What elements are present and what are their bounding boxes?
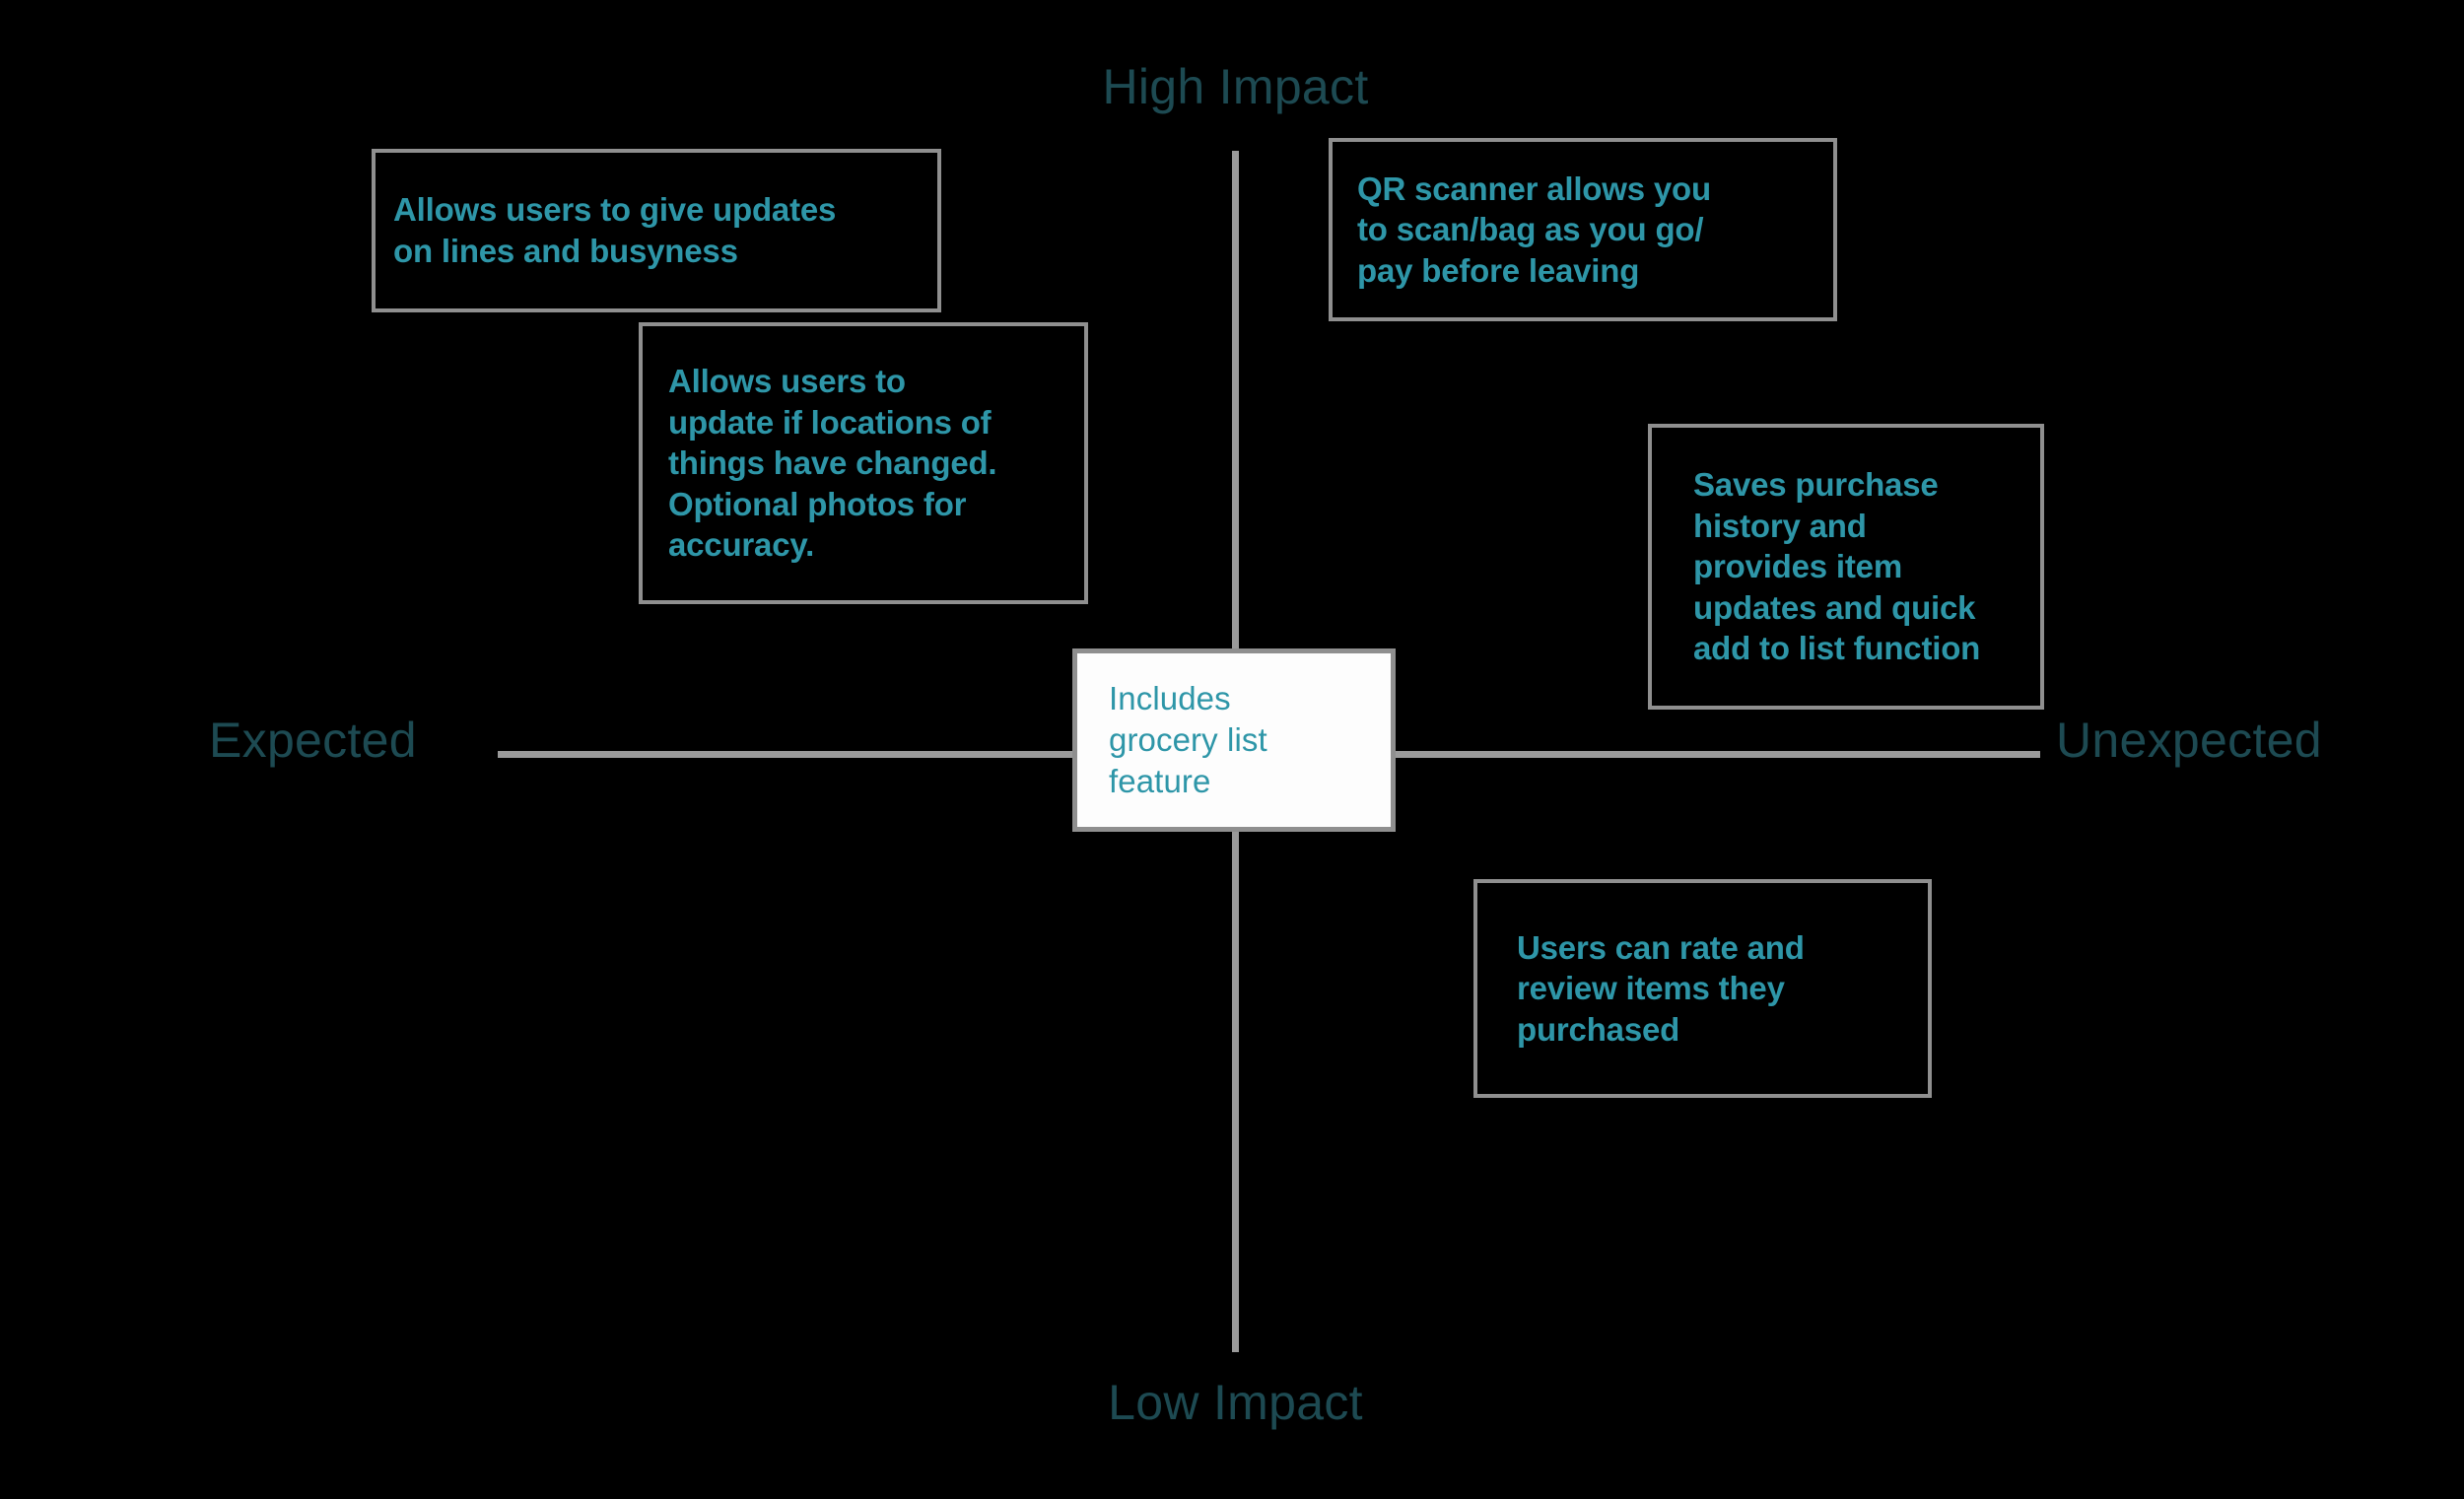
- note-purchase-history[interactable]: Saves purchase history and provides item…: [1648, 424, 2044, 710]
- note-grocery-list-text: Includes grocery list feature: [1109, 679, 1267, 800]
- axis-label-high-impact: High Impact: [1102, 59, 1369, 114]
- axis-label-low-impact: Low Impact: [1108, 1375, 1363, 1430]
- note-purchase-history-text: Saves purchase history and provides item…: [1693, 466, 1981, 667]
- note-qr-scanner[interactable]: QR scanner allows you to scan/bag as you…: [1329, 138, 1837, 321]
- note-lines-busyness-text: Allows users to give updates on lines an…: [393, 191, 837, 269]
- axis-label-unexpected: Unexpected: [2056, 713, 2322, 768]
- note-qr-scanner-text: QR scanner allows you to scan/bag as you…: [1357, 170, 1711, 289]
- note-rate-review-text: Users can rate and review items they pur…: [1517, 928, 1805, 1048]
- note-location-updates-text: Allows users to update if locations of t…: [668, 363, 997, 564]
- note-rate-review[interactable]: Users can rate and review items they pur…: [1473, 879, 1932, 1098]
- note-grocery-list[interactable]: Includes grocery list feature: [1072, 648, 1396, 832]
- axis-label-expected: Expected: [209, 713, 417, 768]
- note-lines-busyness[interactable]: Allows users to give updates on lines an…: [372, 149, 941, 312]
- note-location-updates[interactable]: Allows users to update if locations of t…: [639, 322, 1088, 604]
